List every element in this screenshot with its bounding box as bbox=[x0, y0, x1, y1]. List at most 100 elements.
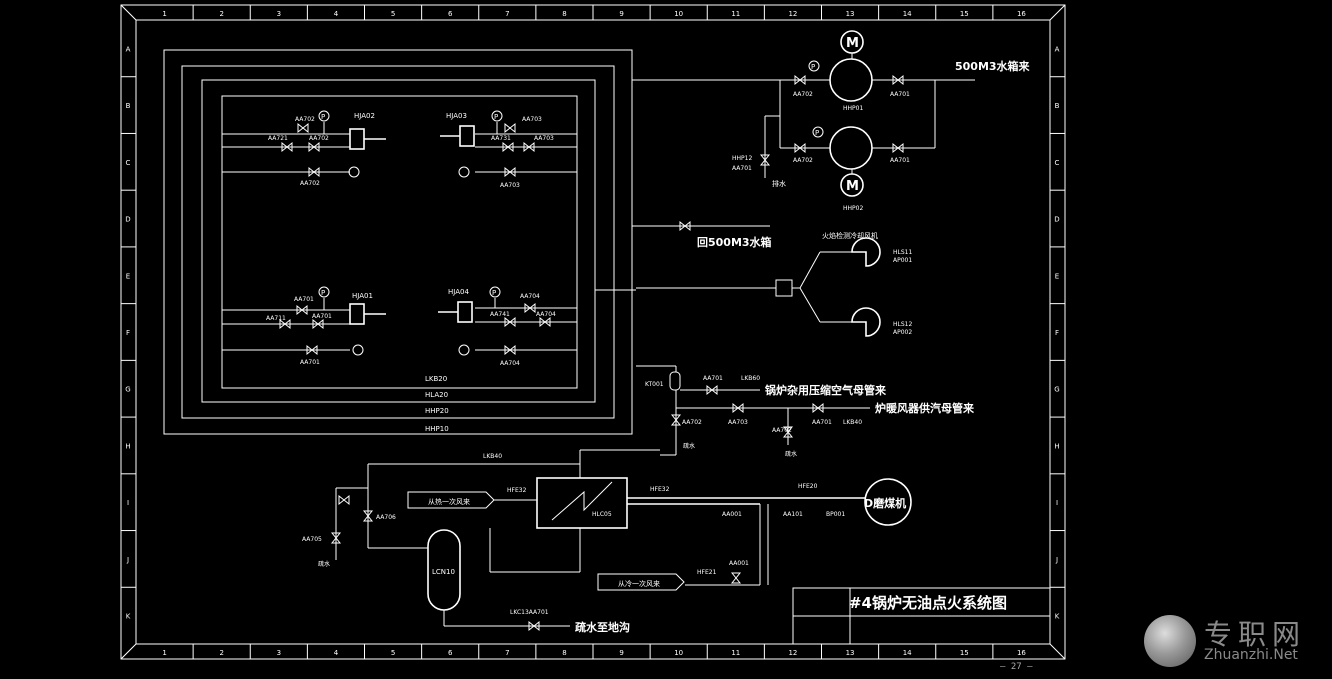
tag-hhp12: HHP12 bbox=[732, 155, 752, 162]
tag-aa731-1: AA731 bbox=[491, 135, 511, 142]
row-label-left: D bbox=[125, 216, 130, 224]
col-label-top: 14 bbox=[903, 10, 912, 18]
tag-hhp01: HHP01 bbox=[843, 105, 863, 112]
watermark: 专职网 Zhuanzhi.Net bbox=[1142, 611, 1322, 671]
col-label-bottom: 5 bbox=[391, 649, 395, 657]
tag-aa702-h: AA702 bbox=[772, 427, 792, 434]
svg-text:P: P bbox=[492, 289, 496, 297]
row-label-right: D bbox=[1054, 216, 1059, 224]
col-label-top: 10 bbox=[674, 10, 683, 18]
igniter-group-hja04: P HJA04 AA704 AA741 AA704 AA704 bbox=[438, 286, 577, 367]
tag-hhp10: HHP10 bbox=[425, 425, 449, 433]
tag-hls12: HLS12 bbox=[893, 321, 912, 328]
valve-icon bbox=[308, 141, 320, 153]
tag-aa701-3: AA701 bbox=[300, 359, 320, 366]
valve-icon bbox=[312, 318, 324, 330]
row-label-left: E bbox=[126, 272, 130, 280]
col-label-bottom: 8 bbox=[562, 649, 566, 657]
row-label-right: C bbox=[1055, 159, 1060, 167]
tag-aa001: AA001 bbox=[722, 511, 742, 518]
tag-aa706: AA706 bbox=[376, 514, 396, 521]
tag-lkb20: LKB20 bbox=[425, 375, 447, 383]
title-block: #4锅炉无油点火系统图 bbox=[792, 587, 1051, 645]
col-label-top: 9 bbox=[619, 10, 623, 18]
tag-lkc13: LKC13AA701 bbox=[510, 609, 549, 616]
igniter-group-hja01: P HJA01 AA701 AA711 AA701 AA701 bbox=[222, 286, 386, 366]
row-label-left: J bbox=[126, 556, 129, 564]
col-label-top: 1 bbox=[162, 10, 166, 18]
drawing-title: #4锅炉无油点火系统图 bbox=[849, 594, 1007, 612]
valve-icon bbox=[794, 74, 806, 86]
heater-pulverizer bbox=[335, 449, 912, 627]
valve-icon bbox=[504, 316, 516, 328]
row-label-left: H bbox=[125, 442, 130, 450]
tag-aa704-2: AA704 bbox=[536, 311, 556, 318]
row-label-left: I bbox=[127, 499, 129, 507]
tag-hja04: HJA04 bbox=[448, 288, 469, 296]
valve-set bbox=[279, 74, 904, 632]
valve-icon bbox=[281, 141, 293, 153]
svg-text:P: P bbox=[811, 63, 815, 71]
valve-icon bbox=[892, 142, 904, 154]
col-label-bottom: 1 bbox=[162, 649, 166, 657]
row-label-left: C bbox=[126, 159, 131, 167]
watermark-logo bbox=[1144, 615, 1196, 667]
col-label-top: 16 bbox=[1017, 10, 1026, 18]
svg-text:P: P bbox=[321, 289, 325, 297]
valve-icon bbox=[504, 344, 516, 356]
valve-icon bbox=[679, 220, 691, 232]
label-water-back: 回500M3水箱 bbox=[697, 235, 772, 249]
label-drain-to-trench: 疏水至地沟 bbox=[575, 620, 630, 634]
valve-icon bbox=[504, 122, 516, 134]
tag-aa703-2: AA703 bbox=[534, 135, 554, 142]
label-steam-header: 炉暖风器供汽母管来 bbox=[875, 401, 975, 415]
pump-hhp02 bbox=[829, 126, 873, 170]
label-primary-air-1: 从热一次风来 bbox=[428, 497, 470, 506]
col-label-bottom: 2 bbox=[219, 649, 223, 657]
tag-aa701b: AA701 bbox=[890, 157, 910, 164]
row-label-right: A bbox=[1055, 45, 1060, 53]
tag-hja02: HJA02 bbox=[354, 112, 375, 120]
row-label-right: F bbox=[1055, 329, 1059, 337]
valve-icon bbox=[306, 344, 318, 356]
label-pulverizer: D磨煤机 bbox=[864, 496, 906, 510]
pump-station: M M P P bbox=[764, 30, 975, 197]
row-label-left: G bbox=[125, 386, 130, 394]
tag-hja03: HJA03 bbox=[446, 112, 467, 120]
label-drain-h: 疏水 bbox=[785, 450, 797, 458]
label-drain-i: 疏水 bbox=[318, 560, 330, 568]
valve-icon bbox=[308, 166, 320, 178]
tag-hfe32: HFE32 bbox=[507, 487, 527, 494]
tag-aa703-g: AA703 bbox=[728, 419, 748, 426]
tag-lkb40: LKB40 bbox=[843, 419, 862, 426]
tag-hls11: HLS11 bbox=[893, 249, 912, 256]
watermark-cn: 专职网 bbox=[1204, 618, 1307, 651]
valve-icon bbox=[504, 166, 516, 178]
label-water-in: 500M3水箱来 bbox=[955, 59, 1031, 73]
igniter-group-hja03: P HJA03 AA703 AA731 AA703 AA703 bbox=[440, 110, 577, 189]
valve-icon bbox=[670, 414, 682, 426]
valve-icon bbox=[539, 316, 551, 328]
col-label-top: 6 bbox=[448, 10, 453, 18]
valve-icon bbox=[794, 142, 806, 154]
tag-aa705: AA705 bbox=[302, 536, 322, 543]
col-label-top: 7 bbox=[505, 10, 509, 18]
col-label-top: 4 bbox=[334, 10, 339, 18]
valve-icon bbox=[297, 122, 309, 134]
tag-aa703-3: AA703 bbox=[500, 182, 520, 189]
tag-aa703-1: AA703 bbox=[522, 116, 542, 123]
row-label-right: K bbox=[1055, 613, 1060, 621]
tag-hfe21: HFE21 bbox=[697, 569, 717, 576]
col-label-bottom: 14 bbox=[903, 649, 912, 657]
tag-hfe20: HFE20 bbox=[798, 483, 818, 490]
col-label-top: 12 bbox=[788, 10, 797, 18]
valve-icon bbox=[528, 620, 540, 632]
svg-text:P: P bbox=[494, 113, 498, 121]
valve-icon bbox=[502, 141, 514, 153]
svg-text:P: P bbox=[815, 129, 819, 137]
valve-icon bbox=[892, 74, 904, 86]
col-label-bottom: 12 bbox=[788, 649, 797, 657]
tag-aa701a: AA701 bbox=[890, 91, 910, 98]
